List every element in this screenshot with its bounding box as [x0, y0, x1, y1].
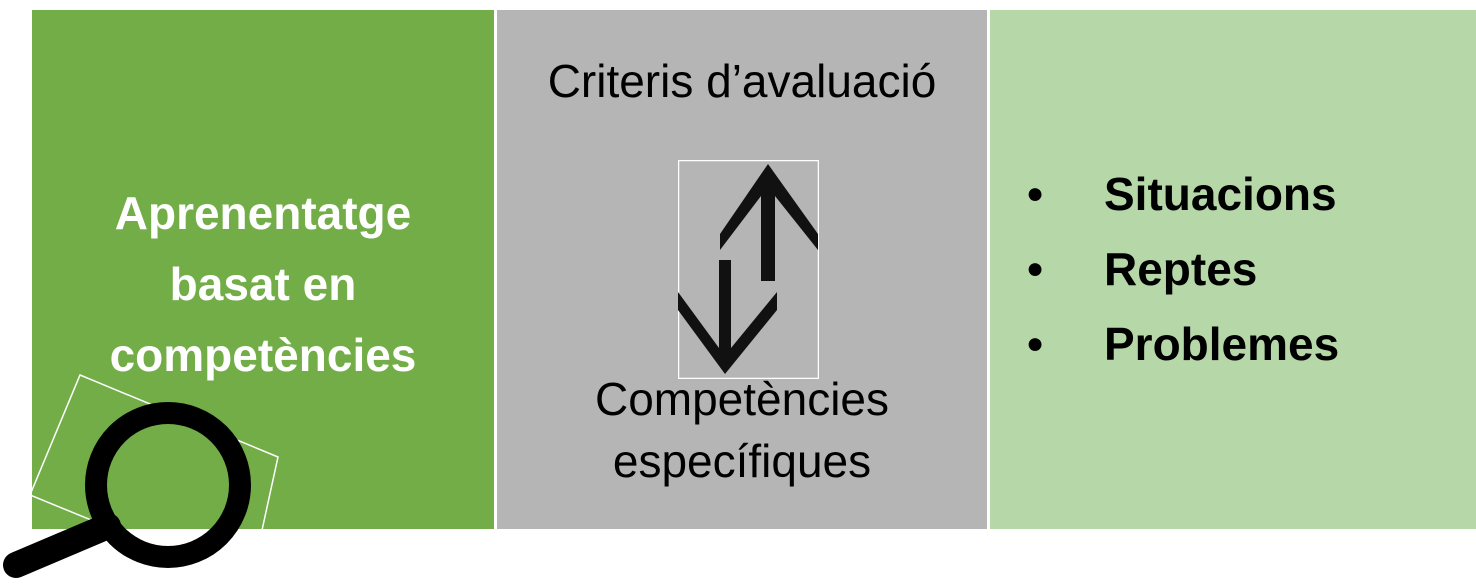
list-item-label: Problemes [1104, 317, 1340, 370]
criteria-label: Criteris d’avaluació [547, 55, 937, 107]
title-line: competències [109, 329, 417, 381]
list-item-label: Reptes [1104, 242, 1258, 295]
title-line: Aprenentatge [114, 187, 412, 239]
bullet-icon: ● [1026, 326, 1045, 360]
label-line: específiques [612, 435, 872, 487]
middle-panel [497, 10, 987, 529]
list-item-label: Situacions [1104, 167, 1337, 220]
right-panel [990, 10, 1476, 529]
list-item: ● Problemes [1026, 306, 1339, 381]
label-line: Competències [594, 373, 890, 425]
specific-competences-label: Competències específiques [497, 368, 987, 492]
panel-title: Aprenentatge basat en competències [32, 178, 494, 391]
up-down-arrows-icon [678, 160, 819, 379]
list-item: ● Reptes [1026, 231, 1339, 306]
title-line: basat en [169, 258, 357, 310]
bullet-icon: ● [1026, 251, 1045, 285]
list-item: ● Situacions [1026, 156, 1339, 231]
magnifying-glass-icon [3, 374, 279, 585]
bullet-list: ● Situacions ● Reptes ● Problemes [1026, 156, 1339, 381]
bullet-icon: ● [1026, 176, 1045, 210]
